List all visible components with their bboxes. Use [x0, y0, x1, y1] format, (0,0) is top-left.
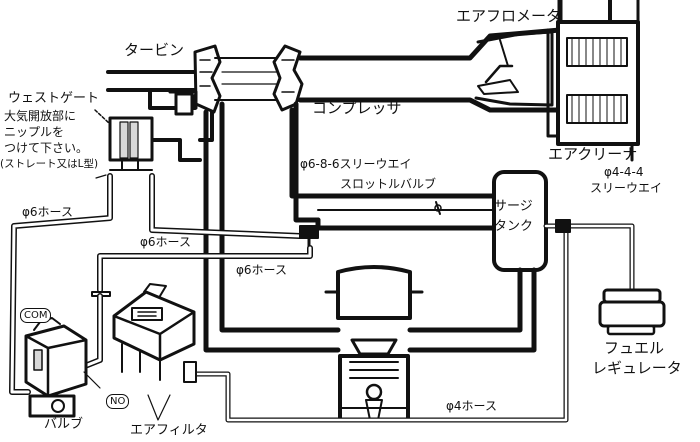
label-surge-tank-1: サージ	[494, 199, 533, 214]
label-turbine: タービン	[124, 41, 185, 59]
compressor-housing	[272, 44, 304, 112]
air-flow-meter-body	[474, 30, 554, 107]
hose-phi4	[193, 219, 635, 423]
surge-tank-body	[407, 170, 548, 353]
label-atmosphere-note-3: つけて下さい。	[4, 141, 89, 155]
engine-block	[324, 265, 424, 422]
label-fuel-regulator-2: レギュレータ	[592, 359, 682, 377]
label-hose-phi6-middle: φ6ホース	[140, 235, 191, 249]
label-three-way-444-1: φ4-4-4	[604, 165, 644, 179]
label-fuel-regulator-1: フュエル	[604, 339, 665, 357]
label-valve: バルブ	[44, 417, 84, 432]
throttle-valve-symbol	[434, 201, 442, 215]
label-air-flow-meter: エアフロメータ	[456, 7, 562, 25]
label-three-way-444-2: スリーウエイ	[590, 181, 663, 195]
turbine-housing	[193, 44, 286, 114]
label-atmosphere-note-4: (ストレート又はL型)	[0, 158, 99, 170]
label-surge-tank-2: タンク	[494, 219, 534, 234]
label-air-cleaner: エアクリーナ	[548, 145, 638, 163]
label-atmosphere-note-2: ニップルを	[4, 125, 65, 139]
label-compressor: コンプレッサ	[312, 99, 402, 117]
intake-pipe	[106, 0, 612, 113]
label-hose-phi6-right: φ6ホース	[236, 263, 287, 277]
label-throttle-valve: スロットルバルブ	[340, 177, 437, 191]
label-three-way-686: φ6-8-6スリーウエイ	[300, 157, 412, 171]
hose-phi6-wastegate	[9, 173, 303, 395]
wastegate-actuator	[94, 109, 154, 171]
label-hose-phi4: φ4ホース	[446, 399, 497, 413]
label-air-filter: エアフィルタ	[130, 423, 208, 438]
air-filter-body	[112, 283, 197, 383]
exhaust-manifold	[148, 88, 341, 353]
fuel-regulator-body	[598, 288, 666, 336]
air-cleaner-body	[546, 0, 640, 162]
badge-no: NO	[106, 394, 130, 409]
solenoid-valve-body	[24, 317, 88, 418]
label-hose-phi6-left: φ6ホース	[22, 205, 73, 219]
label-atmosphere-note-1: 大気開放部に	[4, 109, 77, 123]
label-wastegate: ウェストゲート	[8, 91, 100, 106]
badge-com: COM	[20, 308, 52, 323]
leader-lines	[83, 174, 171, 421]
